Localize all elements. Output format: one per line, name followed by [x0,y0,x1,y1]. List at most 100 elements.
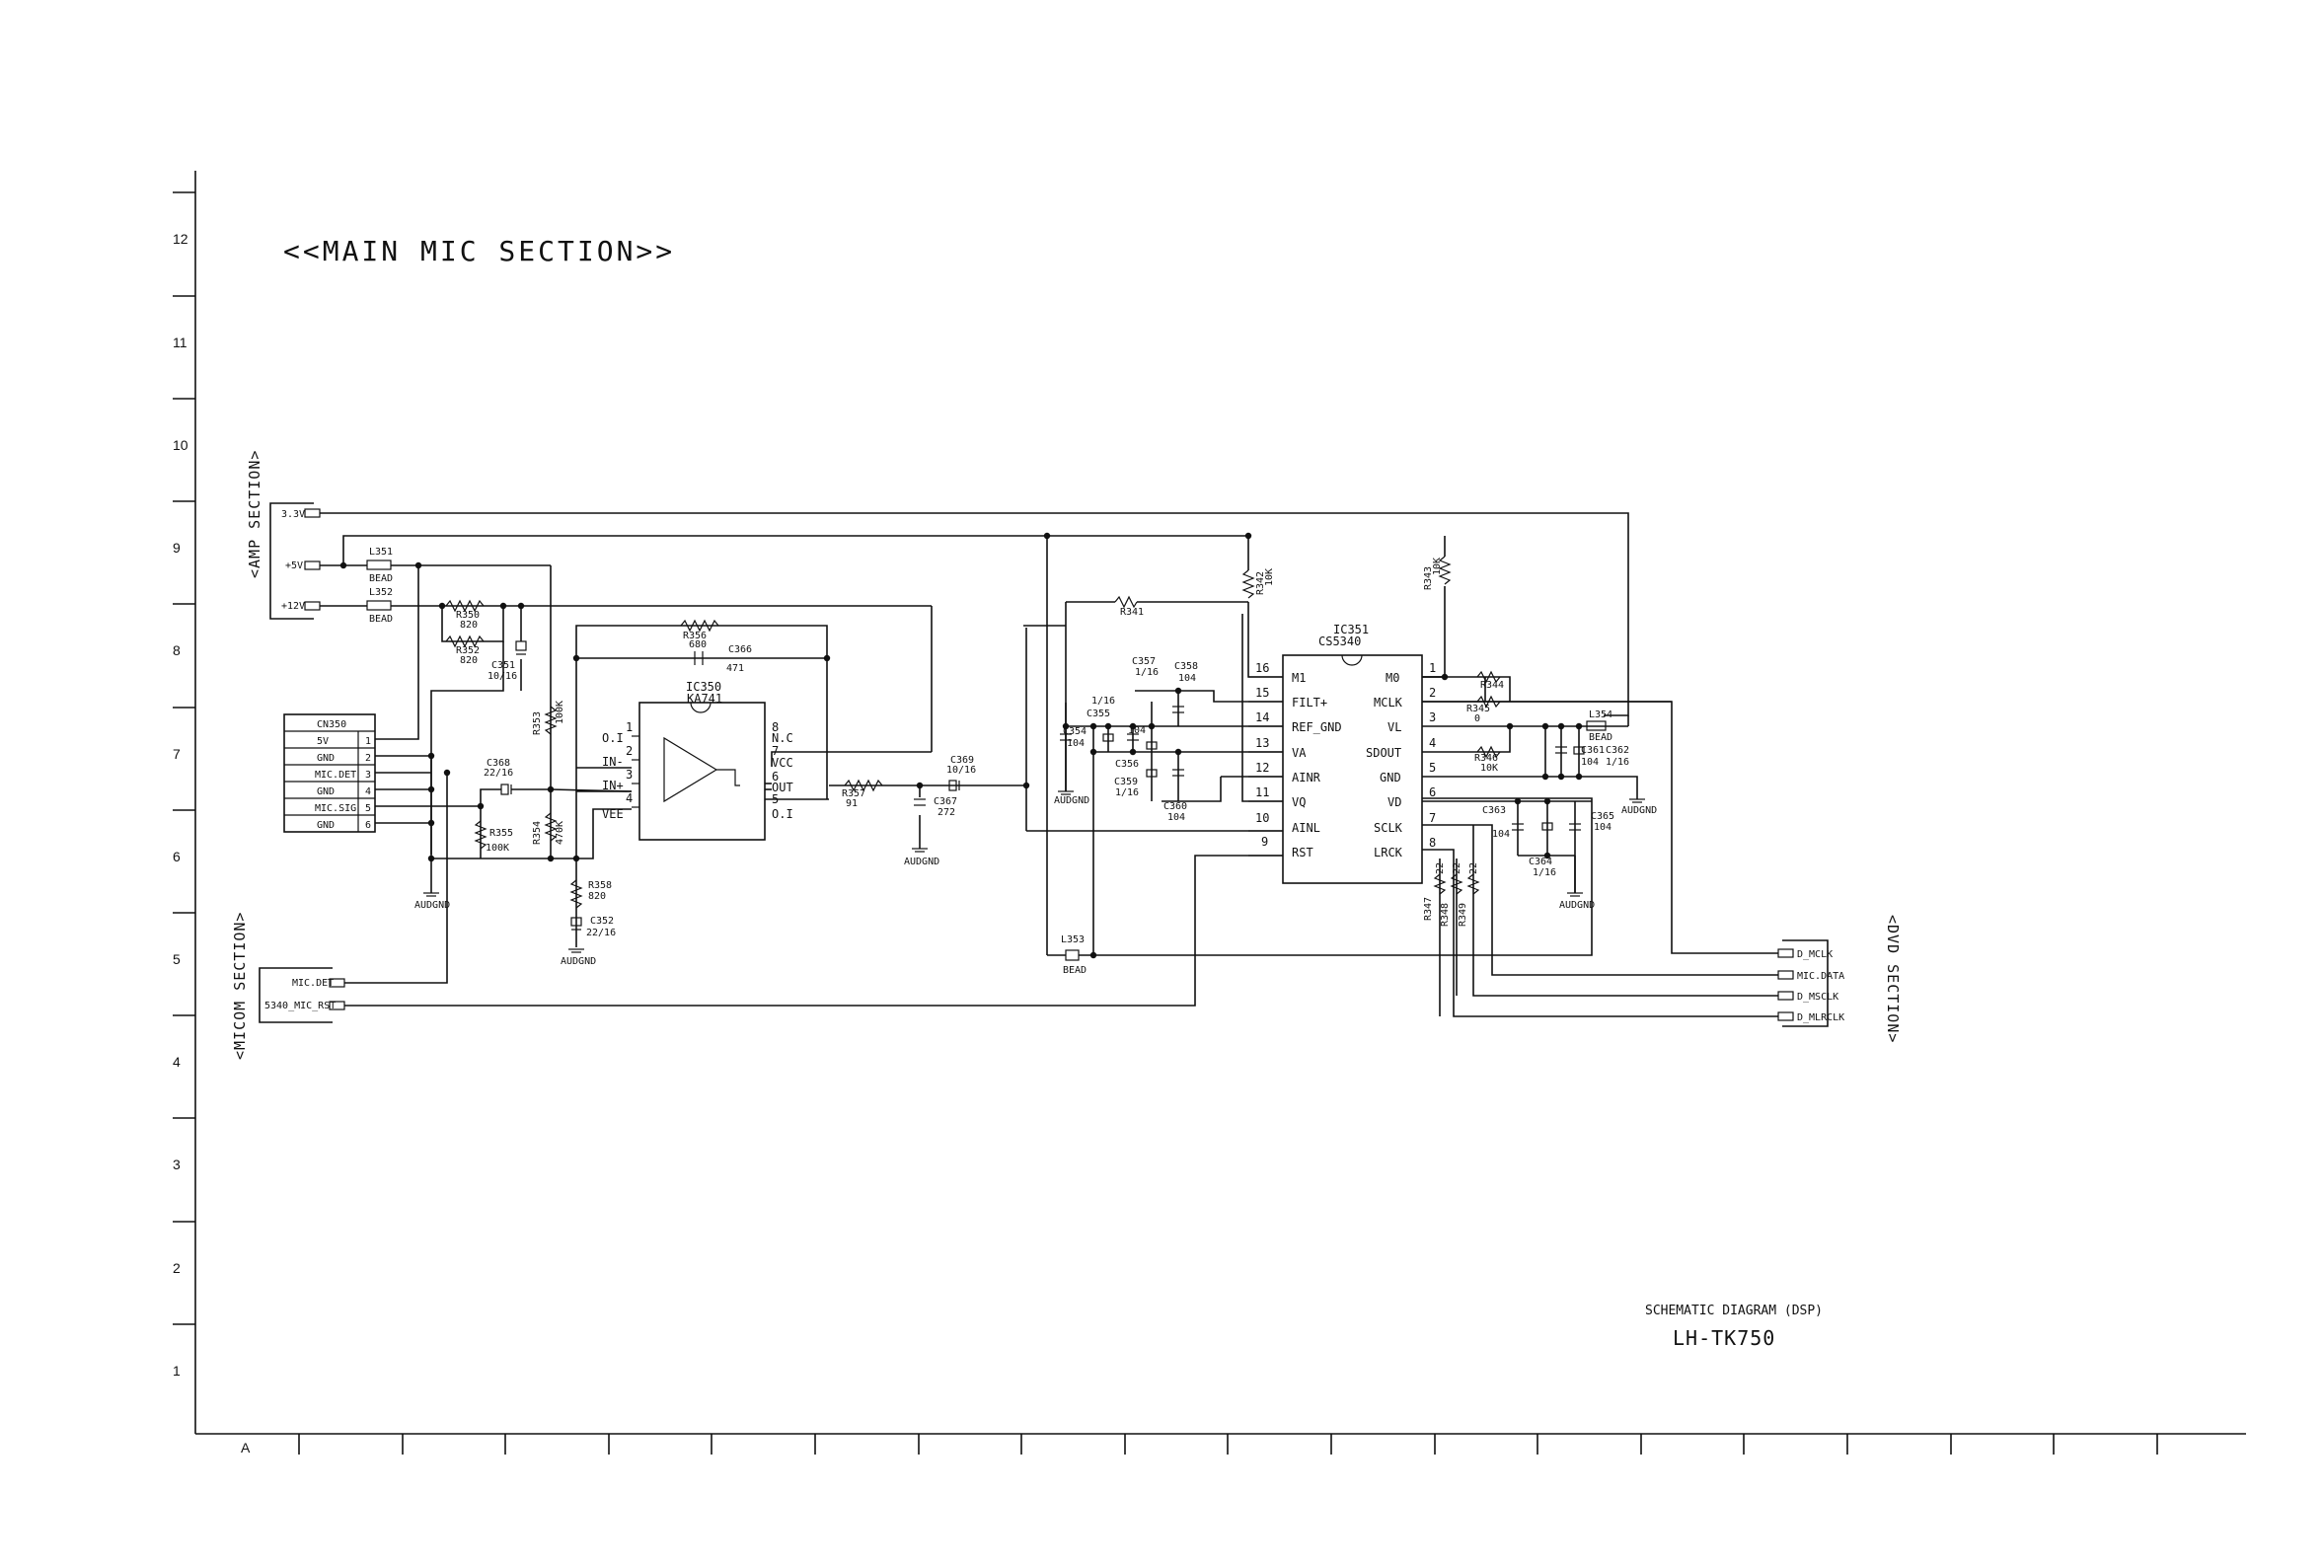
adc-pin-number: 11 [1255,785,1269,799]
adc-pin-name: AINR [1292,771,1321,784]
component-ref: C352 [590,916,614,927]
capacitor-c361: C361 104 [1555,745,1605,768]
resistor-r357: R357 91 [842,779,883,809]
capacitor-c367: C367 272 [914,796,957,818]
adc-pin-number: 6 [1429,785,1436,799]
adc-pin-name: AINL [1292,821,1320,835]
row-number: 12 [173,231,188,247]
connector-pin-number: 6 [365,820,371,831]
opamp-part: KA741 [687,692,722,706]
capacitor-c363: C363 104 [1482,805,1524,840]
opamp-pin-name: VEE [602,807,624,821]
adc-part: CS5340 [1318,635,1361,648]
adc-ref: IC351 [1333,623,1369,636]
mic-det-label: MIC.DET [292,978,334,989]
component-value: 820 [460,620,478,631]
adc-pin-name: SCLK [1374,821,1403,835]
capacitor-c359: C359 1/16 [1114,769,1158,798]
component-value: 104 [1594,822,1612,833]
power-5v-label: +5V [285,560,303,571]
component-value: 22/16 [484,768,513,779]
capacitor-c364: C364 1/16 [1529,822,1556,878]
bead-l354: L354 BEAD [1586,709,1612,743]
component-value: 1/16 [1606,757,1629,768]
adc-pin-number: 16 [1255,661,1269,675]
component-ref: R356 [683,631,707,641]
adc-pin-number: 7 [1429,811,1436,825]
component-ref: R354 [532,821,543,845]
adc-pin-number: 8 [1429,836,1436,850]
connector-row-label: MIC.DET [315,770,356,781]
opamp-pin-name: OUT [772,781,793,794]
ground-symbols-input: AUDGND AUDGND AUDGND [414,848,939,967]
amp-power-inputs: 3.3V +5V +12V [269,502,321,620]
component-value: 1/16 [1091,696,1115,707]
component-value: 104 [1167,812,1185,823]
opamp-pin-number: 6 [772,770,779,784]
capacitor-c358: C358 104 [1172,661,1198,713]
adc-pin-number: 13 [1255,736,1269,750]
connector-cn350: CN350 5V GND MIC.DET GND MIC.SIG GND 1 2… [283,713,376,833]
row-number: 4 [173,1054,181,1070]
connector-row-label: 5V [317,736,329,747]
connector-row-label: GND [317,786,335,797]
component-value: 471 [726,663,744,674]
resistor-r341: R341 [1114,595,1144,618]
component-value: 820 [460,655,478,666]
ground-label: AUDGND [1621,805,1657,816]
capacitor-c356: 104 C356 [1115,725,1146,770]
component-ref: C368 [487,758,510,769]
row-number: 7 [173,746,181,762]
column-scale: A [241,1434,2158,1456]
adc-pin-name: VL [1387,720,1401,734]
component-value: 22 [1452,862,1462,874]
component-value: 91 [846,798,858,809]
resistor-r343: R343 10K [1423,556,1452,590]
component-value: BEAD [369,573,393,584]
power-12v-label: +12V [281,601,305,612]
adc-ic351: IC351 CS5340 16 15 14 13 12 11 10 9 M1 F… [1248,623,1436,884]
mic-rst-label: 5340_MIC_RST [264,1001,336,1011]
row-number: 3 [173,1157,181,1172]
connector-row-label: MIC.SIG [315,803,356,814]
capacitor-c351: C351 10/16 [487,640,527,682]
component-value: 100K [555,701,565,724]
row-number: 6 [173,849,181,864]
dvd-data-label: MIC.DATA [1797,971,1844,982]
opamp-pin-name: IN- [602,755,624,769]
resistor-r352: R352 820 [445,635,485,666]
adc-pin-name: MCLK [1374,696,1403,709]
opamp-pin-number: 1 [626,720,633,734]
component-value: BEAD [369,614,393,625]
adc-pin-number: 2 [1429,686,1436,700]
wires-adc-stage [1023,536,1778,1017]
resistor-r347: R347 22 [1423,862,1447,921]
component-ref: L353 [1061,934,1085,945]
adc-pin-name: VA [1292,746,1307,760]
adc-pin-name: RST [1292,846,1313,859]
component-ref: R358 [588,880,612,891]
adc-pin-name: VD [1387,795,1401,809]
opamp-pin-number: 8 [772,720,779,734]
component-value: 10K [1432,558,1443,575]
amp-section-label: <AMP SECTION> [246,450,263,578]
adc-pin-number: 5 [1429,761,1436,775]
opamp-ref: IC350 [686,680,721,694]
component-ref: L352 [369,587,393,598]
component-ref: C366 [728,644,752,655]
row-number: 2 [173,1260,181,1276]
adc-pin-name: GND [1380,771,1401,784]
component-ref: C363 [1482,805,1506,816]
opamp-pin-number: 3 [626,768,633,782]
connector-pin-number: 1 [365,736,371,747]
capacitor-c365: C365 104 [1569,811,1614,833]
component-value: 22 [1435,862,1446,874]
row-number: 5 [173,951,181,967]
component-value: 10K [1264,568,1275,586]
component-ref: R345 [1466,704,1490,714]
capacitor-c362: C362 1/16 [1573,745,1629,768]
micom-connectors: MIC.DET 5340_MIC_RST [259,967,345,1023]
ground-label: AUDGND [1559,900,1595,911]
title-model: LH-TK750 [1673,1326,1775,1350]
